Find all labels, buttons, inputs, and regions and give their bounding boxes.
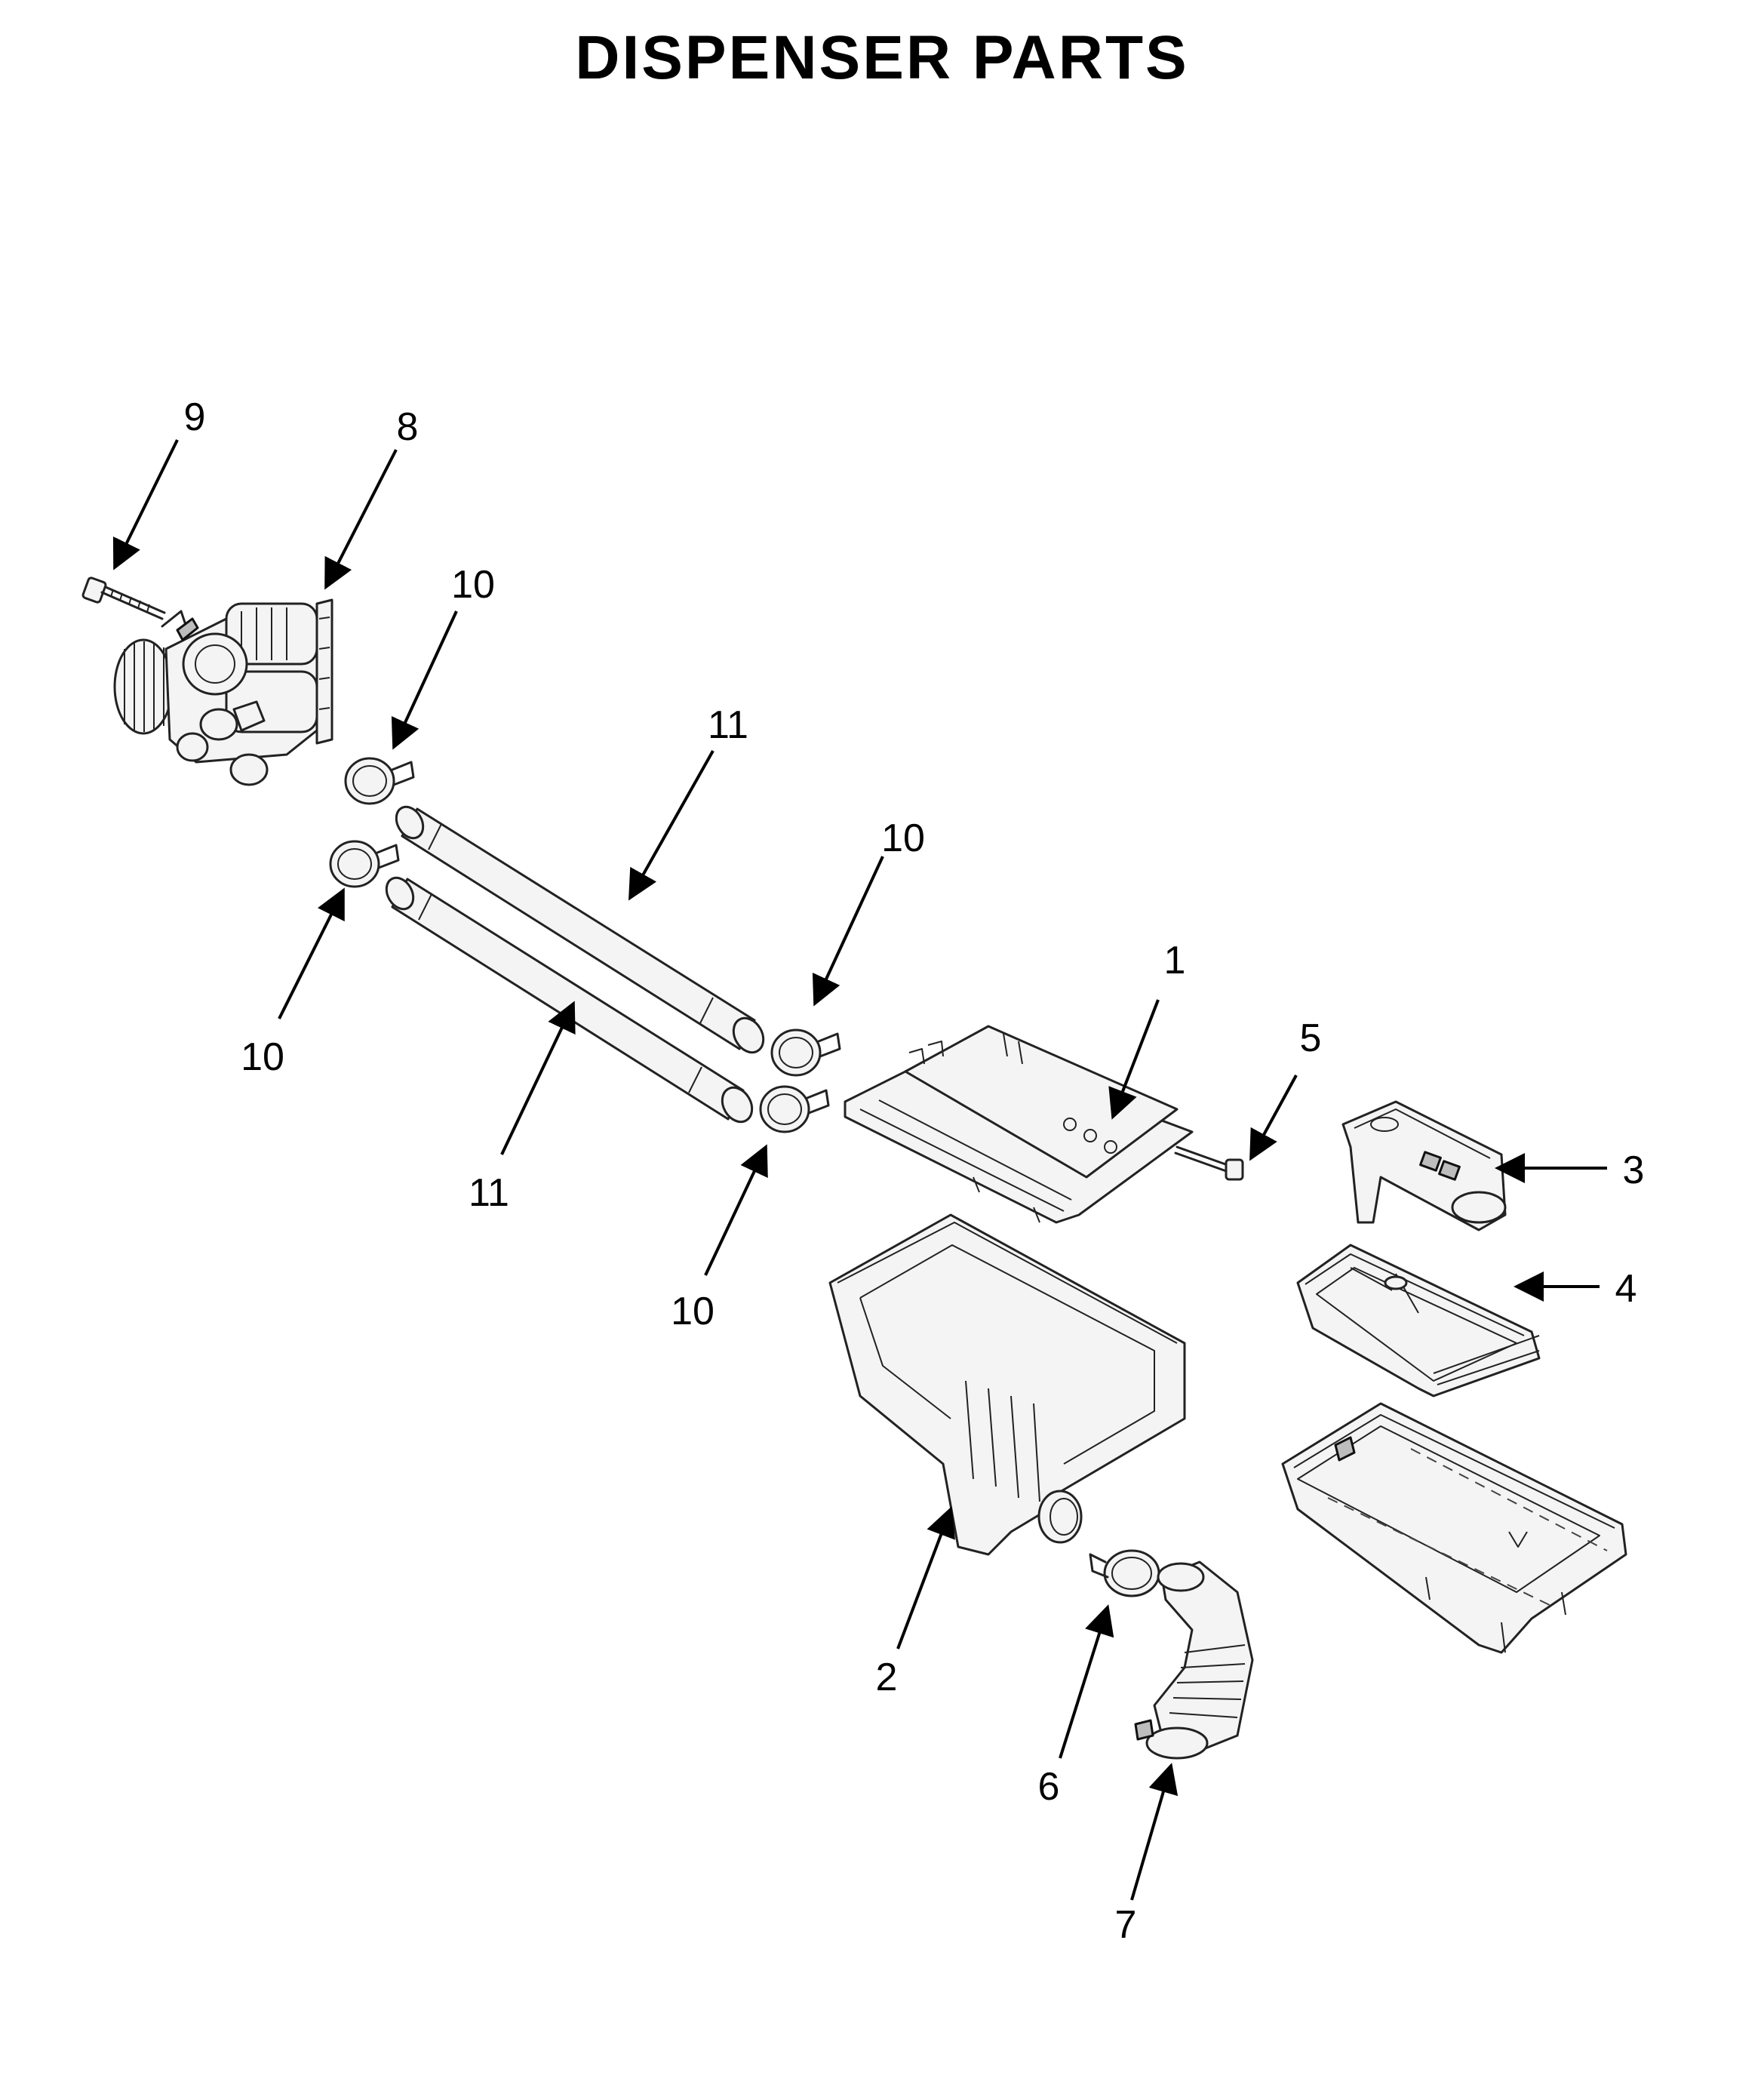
bellows-hose-part [1134, 1560, 1254, 1760]
arrow-11-lower [500, 1001, 576, 1155]
arrow-7 [1130, 1763, 1179, 1901]
hose-lower [385, 876, 754, 1124]
callout-8: 8 [397, 405, 419, 449]
clamp-part-6 [1089, 1549, 1160, 1597]
callout-10-upper-right: 10 [881, 816, 925, 860]
arrow-6 [1059, 1604, 1114, 1759]
callout-11-lower: 11 [469, 1171, 509, 1215]
callout-10-lower-left: 10 [241, 1035, 284, 1079]
arrow-8 [324, 449, 398, 590]
arrow-10-lower-right [704, 1144, 768, 1276]
arrow-2 [896, 1506, 955, 1650]
hose-clamp-lower-right [759, 1085, 830, 1133]
callout-11-upper: 11 [708, 703, 748, 747]
drawer-housing [1281, 1402, 1627, 1654]
softener-cup-part [1341, 1100, 1507, 1231]
callout-labels: 1 2 3 4 5 6 7 8 9 10 10 10 10 11 11 [184, 395, 1645, 1947]
callout-1: 1 [1164, 939, 1186, 982]
callout-2: 2 [876, 1656, 898, 1699]
callout-6: 6 [1038, 1765, 1060, 1809]
callout-7: 7 [1115, 1903, 1137, 1947]
hose-clamp-upper-left [344, 757, 415, 805]
callout-4: 4 [1615, 1267, 1637, 1311]
arrow-10-lower-left [278, 887, 345, 1019]
screw-part-5 [1174, 1145, 1244, 1181]
hose-upper [395, 805, 765, 1054]
dispenser-cover-part [844, 1025, 1194, 1224]
arrow-9 [112, 439, 179, 570]
leader-arrows [112, 439, 1607, 1901]
arrow-1 [1108, 999, 1160, 1120]
dispenser-housing-part [828, 1213, 1186, 1556]
callout-10-upper-left: 10 [451, 563, 495, 607]
callout-5: 5 [1300, 1016, 1322, 1060]
callout-9: 9 [184, 395, 206, 439]
water-valve-part [113, 598, 333, 786]
arrow-11-upper [628, 750, 715, 901]
arrow-5 [1249, 1075, 1298, 1161]
hose-clamp-upper-right [770, 1028, 841, 1077]
dispenser-drawer-part [1296, 1244, 1541, 1397]
hose-clamp-lower-left [329, 840, 400, 888]
arrow-10-upper-right [812, 856, 884, 1007]
callout-3: 3 [1623, 1148, 1645, 1192]
arrow-10-upper-left [391, 610, 458, 750]
diagram-title: DISPENSER PARTS [575, 23, 1189, 92]
screw-part-9 [81, 577, 166, 620]
callout-10-lower-right: 10 [671, 1290, 715, 1333]
